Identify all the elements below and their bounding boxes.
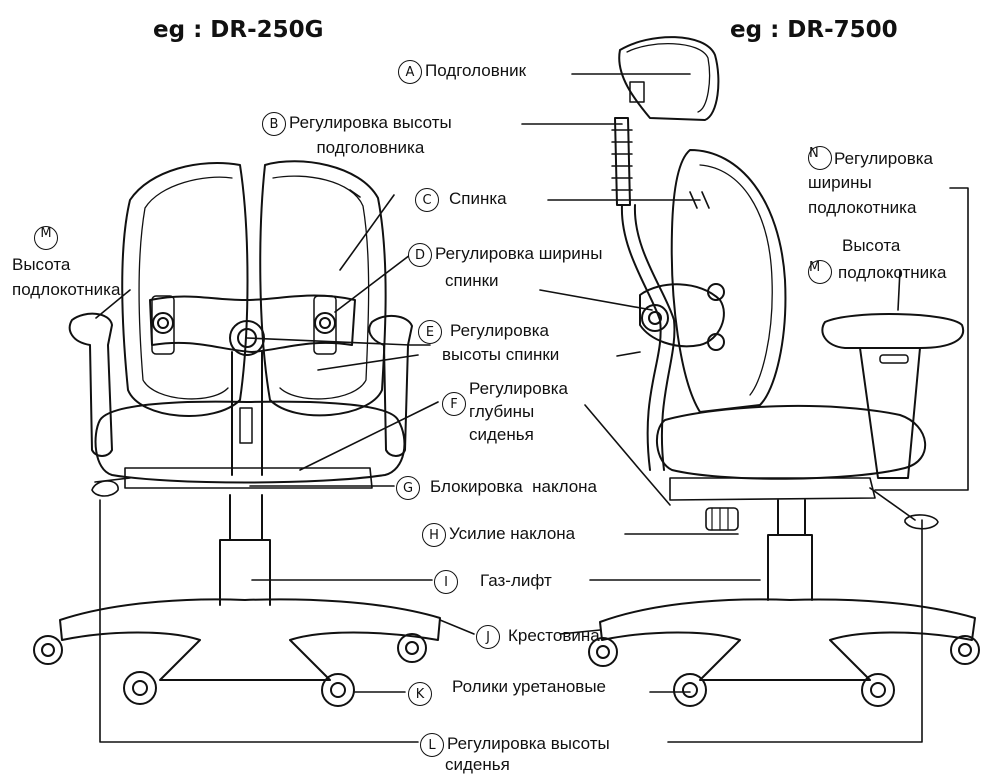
letter-badge-b: B bbox=[262, 112, 286, 136]
label-d-text-2: спинки bbox=[445, 270, 602, 291]
left-armrest-left bbox=[70, 314, 112, 456]
letter-badge-h: H bbox=[422, 523, 446, 547]
letter-badge-n: N bbox=[808, 146, 832, 170]
right-mechanism bbox=[670, 478, 875, 500]
label-e-text-1: Регулировка bbox=[450, 320, 559, 341]
label-l-text-2: сиденья bbox=[445, 754, 610, 775]
label-n-text-1: Регулировка bbox=[834, 148, 933, 169]
right-backrest bbox=[672, 150, 786, 412]
label-a-headrest: A Подголовник bbox=[398, 60, 526, 84]
model-title-left: eg : DR-250G bbox=[153, 17, 324, 43]
letter-badge-m-left: M bbox=[34, 226, 58, 250]
right-width-mechanism bbox=[640, 284, 724, 346]
label-n-text-2: ширины bbox=[808, 172, 933, 193]
right-gas-lift bbox=[768, 500, 812, 600]
label-m-armrest-height-right: Высота M подлокотника bbox=[808, 235, 946, 284]
model-title-right: eg : DR-7500 bbox=[730, 17, 898, 43]
label-m-armrest-height-left: M Высота подлокотника bbox=[12, 226, 120, 300]
label-n-armrest-width: N Регулировка ширины подлокотника bbox=[808, 146, 933, 218]
label-h-text: Усилие наклона bbox=[449, 523, 575, 544]
left-caster-3 bbox=[322, 674, 354, 706]
label-g-tilt-lock: G Блокировка наклона bbox=[396, 476, 597, 500]
letter-badge-k: K bbox=[408, 682, 432, 706]
left-base bbox=[60, 599, 440, 680]
label-j-base: J Крестовина bbox=[476, 625, 600, 649]
right-chair-side-view bbox=[589, 37, 979, 706]
letter-badge-f: F bbox=[442, 392, 466, 416]
right-caster-2 bbox=[674, 674, 706, 706]
letter-badge-m-right: M bbox=[808, 260, 832, 284]
right-caster-4 bbox=[951, 636, 979, 664]
label-b-text-1: Регулировка высоты bbox=[289, 112, 452, 133]
left-spine bbox=[232, 352, 262, 475]
right-base bbox=[600, 599, 975, 680]
right-armrest-pad bbox=[822, 314, 963, 348]
left-caster-1 bbox=[34, 636, 62, 664]
label-l-seat-height: L Регулировка высоты сиденья bbox=[420, 733, 610, 775]
label-l-text-1: Регулировка высоты bbox=[447, 733, 610, 754]
label-j-text: Крестовина bbox=[508, 625, 600, 646]
letter-badge-i: I bbox=[434, 570, 458, 594]
label-d-text-1: Регулировка ширины bbox=[435, 243, 602, 264]
label-b-headrest-height: B Регулировка высоты подголовника bbox=[262, 112, 452, 158]
label-k-text: Ролики уретановые bbox=[452, 676, 606, 697]
label-a-text: Подголовник bbox=[425, 60, 526, 81]
label-f-text-2: глубины bbox=[469, 401, 568, 422]
label-c-backrest: C Спинка bbox=[415, 188, 507, 212]
left-armrest-right bbox=[369, 316, 412, 456]
label-i-text: Газ-лифт bbox=[480, 570, 552, 591]
label-m-right-text-2: подлокотника bbox=[838, 262, 946, 283]
left-backrest-pad-left bbox=[122, 163, 247, 416]
label-g-text: Блокировка наклона bbox=[430, 476, 597, 497]
label-n-text-3: подлокотника bbox=[808, 197, 933, 218]
left-back-bracket bbox=[150, 296, 355, 352]
label-m-left-text-1: Высота bbox=[12, 254, 120, 275]
left-caster-4 bbox=[398, 634, 426, 662]
label-e-text-2: высоты спинки bbox=[442, 344, 559, 365]
label-b-text-2: подголовника bbox=[289, 137, 452, 158]
label-i-gas-lift: I Газ-лифт bbox=[434, 570, 552, 594]
right-caster-3 bbox=[862, 674, 894, 706]
label-h-tilt-tension: H Усилие наклона bbox=[422, 523, 575, 547]
letter-badge-c: C bbox=[415, 188, 439, 212]
letter-badge-d: D bbox=[408, 243, 432, 267]
label-e-back-height: E Регулировка высоты спинки bbox=[418, 320, 559, 365]
letter-badge-g: G bbox=[396, 476, 420, 500]
letter-badge-j: J bbox=[476, 625, 500, 649]
left-gas-lift bbox=[220, 495, 270, 605]
letter-badge-e: E bbox=[418, 320, 442, 344]
label-m-right-text-1: Высота bbox=[842, 235, 946, 256]
right-tension-knob bbox=[706, 508, 738, 530]
label-f-text-1: Регулировка bbox=[469, 378, 568, 399]
label-f-text-3: сиденья bbox=[469, 424, 568, 445]
label-f-seat-depth: F Регулировка глубины сиденья bbox=[442, 378, 568, 445]
letter-badge-l: L bbox=[420, 733, 444, 757]
label-d-back-width: D Регулировка ширины спинки bbox=[408, 243, 602, 291]
left-mechanism bbox=[125, 468, 372, 488]
right-seat bbox=[657, 406, 925, 479]
left-caster-2 bbox=[124, 672, 156, 704]
letter-badge-a: A bbox=[398, 60, 422, 84]
label-k-casters: K Ролики уретановые bbox=[408, 676, 606, 706]
left-width-knob-left bbox=[153, 313, 173, 333]
label-m-left-text-2: подлокотника bbox=[12, 279, 120, 300]
right-headrest-post bbox=[615, 118, 630, 205]
left-width-knob-right bbox=[315, 313, 335, 333]
label-c-text: Спинка bbox=[449, 188, 507, 209]
